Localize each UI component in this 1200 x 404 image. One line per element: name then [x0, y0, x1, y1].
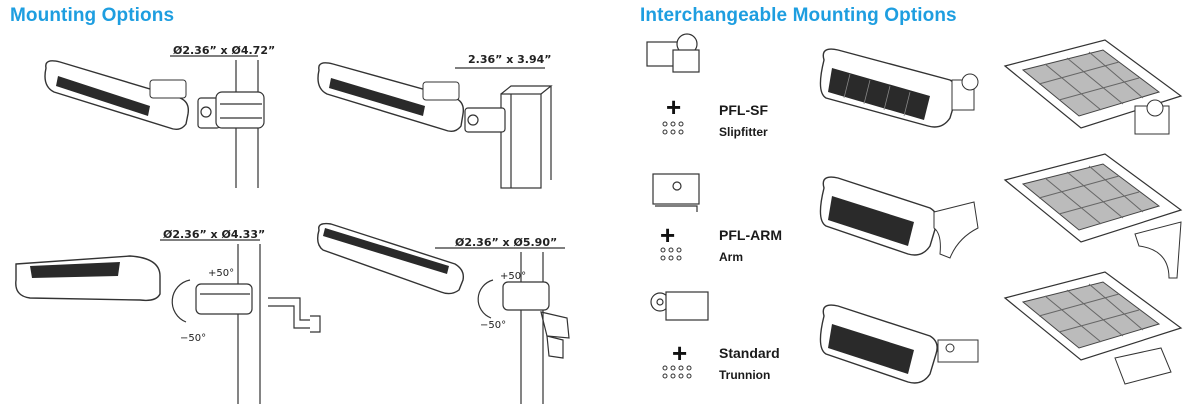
- angle-label-up-right: +50°: [500, 271, 527, 282]
- fixture-arm-square-pole-illustration: [317, 62, 553, 189]
- plus-sign: +: [672, 338, 688, 368]
- dimension-label-pole-top-left: Ø2.36” x Ø4.72”: [173, 44, 276, 57]
- fixture-trunnion-round-pole-angled-illustration: [316, 222, 570, 404]
- hardware-screws-icon: [660, 247, 682, 261]
- trunnion-bracket-icon: [650, 291, 709, 321]
- option-code-pfl-arm: PFL-ARM: [719, 227, 782, 243]
- hardware-screws-icon: [662, 121, 684, 135]
- angle-label-down-right: −50°: [480, 320, 507, 331]
- plus-sign: +: [666, 92, 682, 122]
- dimension-label-pole-bottom-right: Ø2.36” x Ø5.90”: [455, 236, 558, 249]
- fixture-with-arm-render: [819, 176, 979, 259]
- dimension-label-square-top-right: 2.36” x 3.94”: [468, 53, 552, 66]
- plus-sign: +: [660, 220, 676, 250]
- flat-fixture-with-arm-render: [1003, 153, 1183, 279]
- option-code-standard: Standard: [719, 345, 780, 361]
- fixture-trunnion-round-pole-illustration: [15, 239, 321, 404]
- arm-bracket-icon: [652, 173, 700, 212]
- option-name-slipfitter: Slipfitter: [719, 125, 768, 139]
- fixture-with-slipfitter-render: [819, 48, 979, 128]
- option-code-pfl-sf: PFL-SF: [719, 102, 768, 118]
- flat-fixture-with-slipfitter-render: [1003, 39, 1183, 135]
- dimension-label-pole-bottom-left: Ø2.36” x Ø4.33”: [163, 228, 266, 241]
- option-name-trunnion: Trunnion: [719, 368, 771, 382]
- fixture-slipfitter-round-pole-illustration: [44, 55, 265, 188]
- option-name-arm: Arm: [719, 250, 744, 264]
- mounting-options-heading: Mounting Options: [10, 5, 175, 26]
- angle-label-down: −50°: [180, 333, 207, 344]
- fixture-with-trunnion-render: [819, 304, 979, 384]
- angle-label-up: +50°: [208, 268, 235, 279]
- flat-fixture-with-trunnion-render: [1003, 271, 1183, 385]
- interchangeable-mounting-options-heading: Interchangeable Mounting Options: [640, 5, 957, 26]
- hardware-screws-icon: [662, 365, 692, 379]
- slipfitter-bracket-icon: [646, 33, 700, 73]
